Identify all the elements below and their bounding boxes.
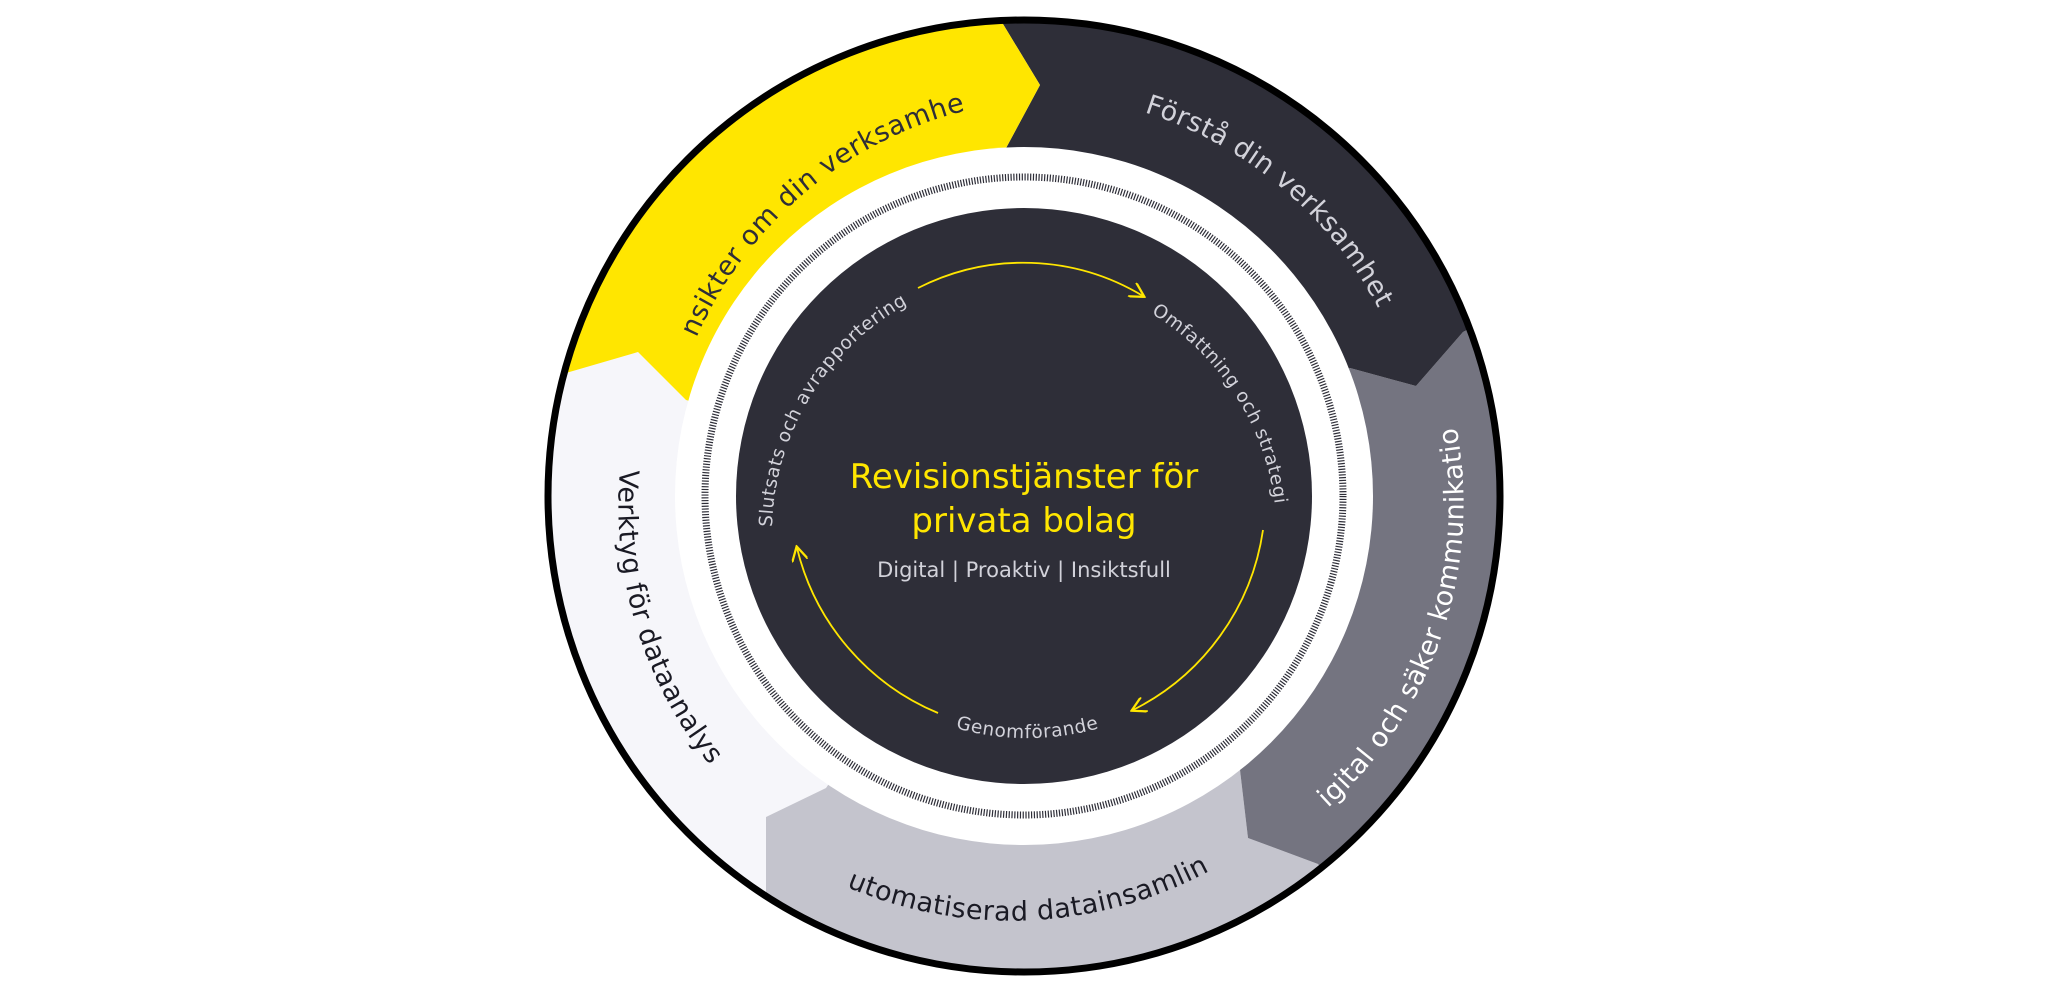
tick-ring — [701, 173, 1347, 819]
diagram-tagline: Digital | Proaktiv | Insiktsfull — [877, 558, 1171, 583]
cycle-arrow-top — [917, 261, 1143, 296]
cycle-arrow-left — [797, 548, 939, 714]
cycle-arrow-right — [1133, 529, 1264, 710]
inner-disk — [736, 208, 1312, 784]
diagram-title-line1: Revisionstjänster för — [850, 457, 1198, 497]
diagram-title-line2: privata bolag — [911, 501, 1136, 541]
outer-outline — [544, 16, 1504, 976]
